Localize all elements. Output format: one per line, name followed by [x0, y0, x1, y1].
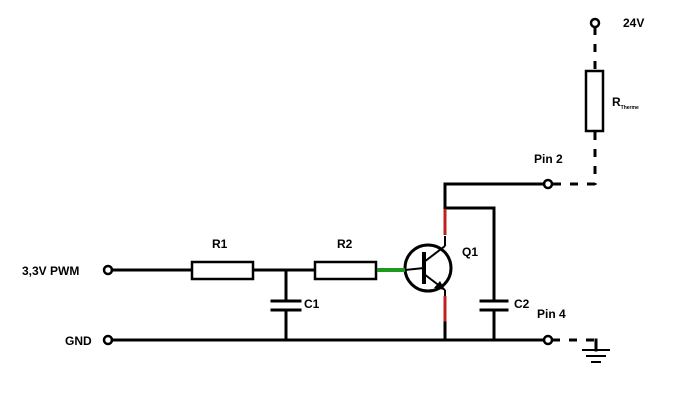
label-24v: 24V [623, 16, 644, 30]
pin-4: Pin 4 [537, 307, 596, 346]
terminal-24v [589, 17, 601, 29]
gnd-rail: GND [65, 334, 546, 348]
resistor-r1: R1 [190, 237, 255, 281]
transistor-q1-base-inner [404, 267, 425, 271]
input-pwm: 3,3V PWM [22, 264, 194, 278]
label-q1: Q1 [462, 245, 478, 259]
transistor-q1-collector-line [423, 245, 446, 263]
label-rtherme-main: R [612, 95, 621, 109]
label-pin4: Pin 4 [537, 307, 566, 321]
transistor-q1-emitter-arrow [434, 281, 445, 290]
label-rtherme: RTherme [612, 95, 639, 111]
resistor-r2-body [313, 260, 378, 281]
label-pwm: 3,3V PWM [22, 264, 79, 278]
terminal-pin4 [542, 334, 554, 346]
transistor-q1-body [403, 243, 453, 293]
resistor-r2: R2 [313, 237, 378, 281]
ground-symbol [582, 338, 610, 363]
label-pin2: Pin 2 [534, 152, 563, 166]
resistor-rtherme-body [584, 69, 605, 133]
label-r2: R2 [337, 237, 353, 251]
label-gnd: GND [65, 334, 92, 348]
resistor-r1-body [190, 260, 255, 281]
label-r1: R1 [212, 237, 228, 251]
label-c1: C1 [304, 297, 320, 311]
transistor-q1: Q1 [403, 209, 478, 342]
capacitor-c1: C1 [270, 268, 320, 342]
capacitor-c2: C2 [479, 297, 530, 342]
label-rtherme-sub: Therme [621, 105, 639, 111]
label-c2: C2 [514, 297, 530, 311]
resistor-rtherme: RTherme [552, 69, 639, 186]
pin-2: Pin 2 [443, 152, 563, 210]
supply-24v: 24V [589, 16, 644, 70]
